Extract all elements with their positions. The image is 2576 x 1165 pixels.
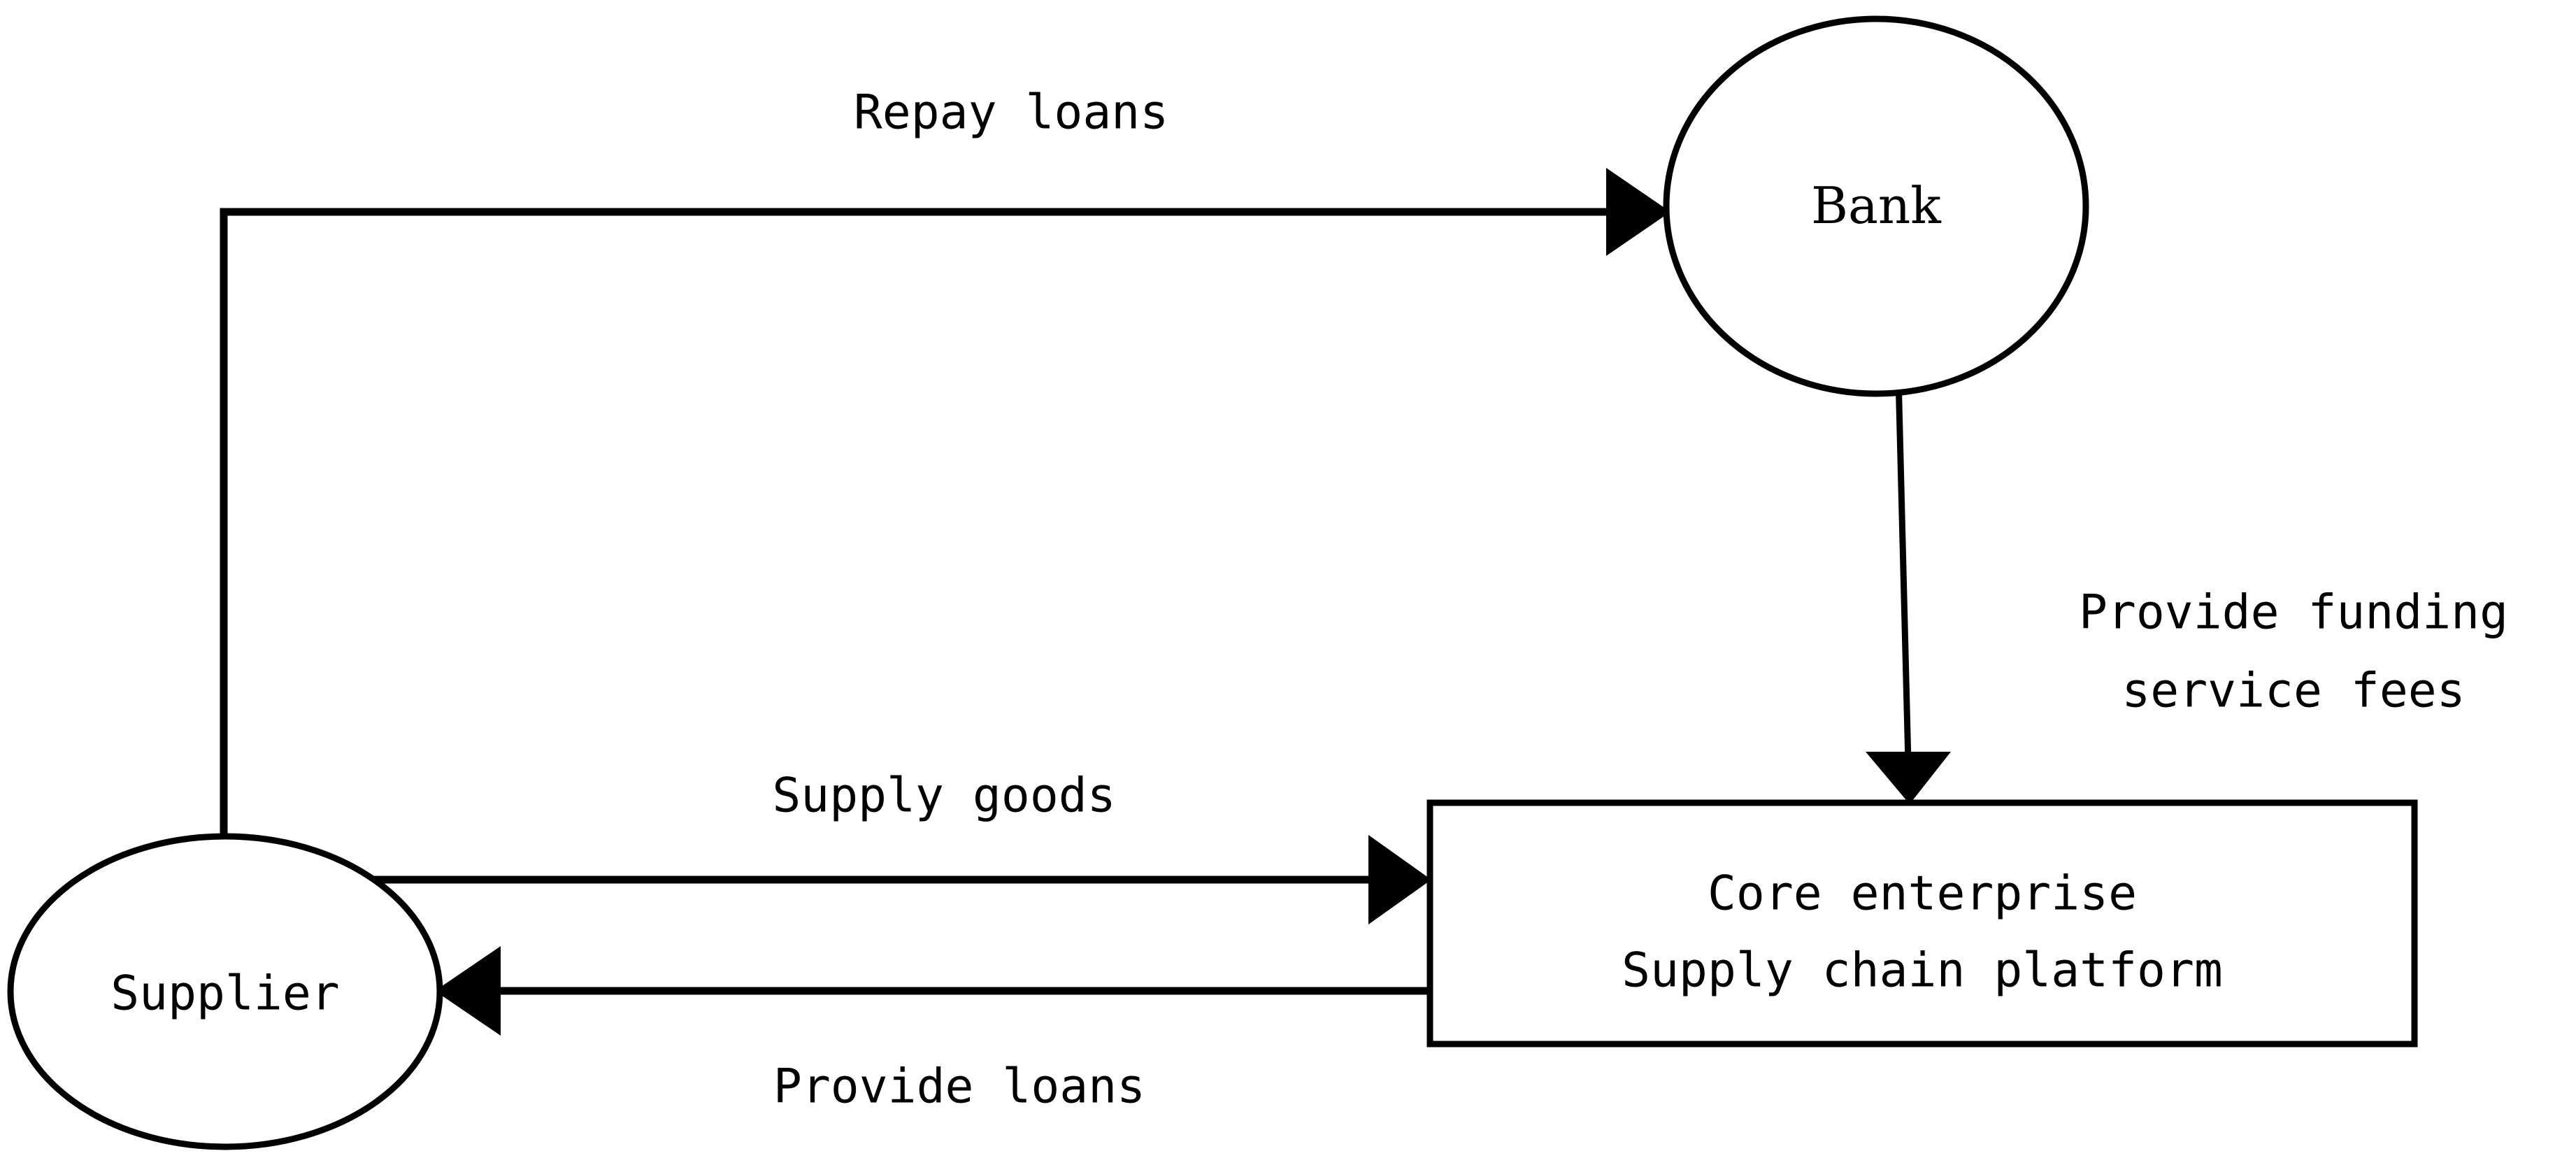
edge-label-provide-funding-line1: Provide funding <box>2079 585 2508 641</box>
core-enterprise-label-line2: Supply chain platform <box>1622 943 2223 999</box>
core-enterprise-label-line1: Core enterprise <box>1708 866 2137 922</box>
edge-label-supply-goods: Supply goods <box>772 769 1115 824</box>
edge-repay-loans-path <box>220 208 1608 1000</box>
edge-repay-loans[interactable] <box>220 168 1670 1000</box>
arrow-head-to-bank <box>1606 168 1670 256</box>
edge-supply-goods[interactable] <box>368 835 1431 924</box>
node-bank[interactable]: Bank <box>1663 15 2089 397</box>
supplier-ellipse <box>7 833 443 1150</box>
edge-label-provide-funding-line2: service fees <box>2121 664 2465 719</box>
arrow-head-to-core-enterprise-left <box>1368 835 1431 924</box>
bank-ellipse <box>1663 15 2089 397</box>
arrow-head-to-supplier <box>435 946 501 1036</box>
edge-label-provide-loans: Provide loans <box>773 1059 1145 1115</box>
supplier-label: Supplier <box>110 966 340 1022</box>
edge-provide-loans[interactable] <box>435 946 1431 1036</box>
edge-label-repay-loans: Repay loans <box>854 85 1168 141</box>
core-enterprise-rect <box>1426 799 2418 1048</box>
node-supplier[interactable]: Supplier <box>7 833 443 1150</box>
arrow-head-to-core-enterprise-top <box>1866 752 1951 804</box>
node-core-enterprise[interactable]: Core enterprise Supply chain platform <box>1426 799 2418 1048</box>
bank-label: Bank <box>1811 176 1942 235</box>
